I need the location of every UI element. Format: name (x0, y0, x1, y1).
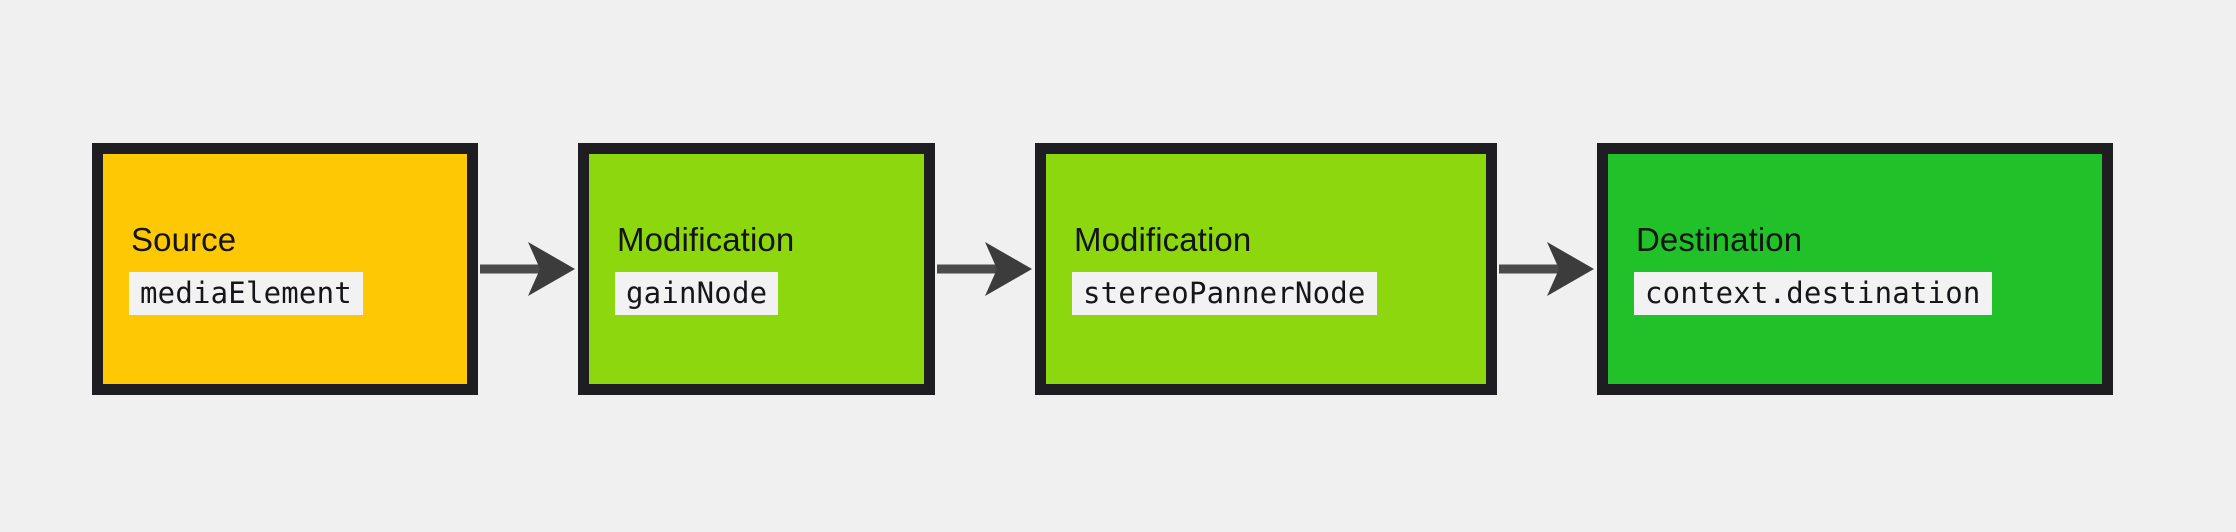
connector-gain-panner (935, 143, 1035, 395)
node-code-chip: gainNode (615, 271, 779, 316)
diagram-node-source[interactable]: Source mediaElement (92, 143, 478, 395)
diagram-node-panner[interactable]: Modification stereoPannerNode (1035, 143, 1497, 395)
node-title: Modification (1074, 220, 1252, 258)
node-title: Modification (617, 220, 795, 258)
node-title: Source (131, 220, 237, 258)
connector-source-gain (478, 143, 578, 395)
node-code-chip: stereoPannerNode (1072, 271, 1377, 316)
arrow-right-icon (480, 242, 575, 296)
node-flow-row: Source mediaElement Modification gainNod… (92, 143, 2113, 395)
node-code-chip: mediaElement (129, 271, 363, 316)
diagram-node-destination[interactable]: Destination context.destination (1597, 143, 2113, 395)
diagram-node-gain[interactable]: Modification gainNode (578, 143, 935, 395)
arrow-right-icon (937, 242, 1032, 296)
node-title: Destination (1636, 220, 1803, 258)
node-code-chip: context.destination (1634, 271, 1992, 316)
arrow-right-icon (1499, 242, 1594, 296)
connector-panner-destination (1497, 143, 1597, 395)
